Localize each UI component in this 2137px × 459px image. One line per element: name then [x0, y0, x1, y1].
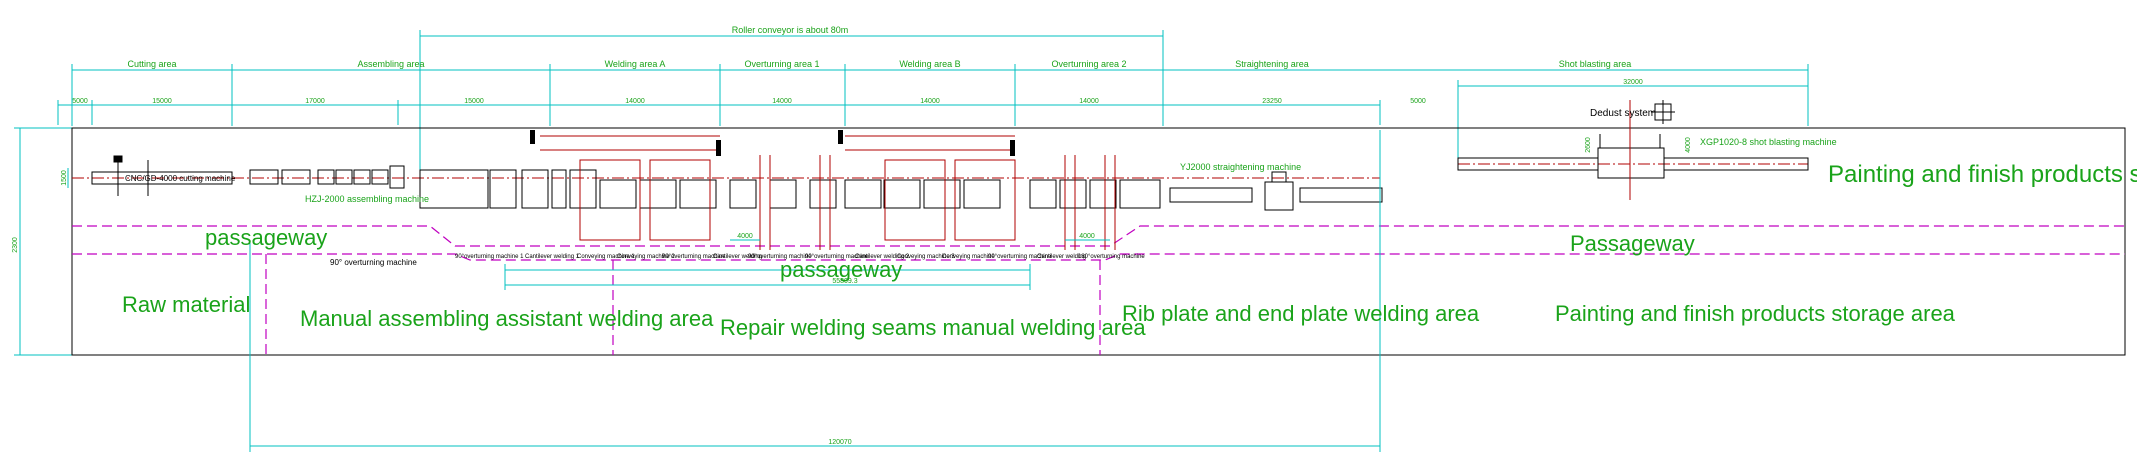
- bottom-machine-label: 90°overturning machine: [662, 254, 726, 260]
- numeric-dimension-line: [57, 80, 1808, 160]
- bottom-machine-label: Cantilever welding 2: [855, 254, 910, 260]
- dedust-system: [1651, 100, 1675, 124]
- bottom-machine-label: 90°overturning machine: [805, 254, 869, 260]
- bottom-machine-label: 180°overturning machine: [1078, 254, 1145, 260]
- dim-14000-a: 14000: [625, 98, 645, 105]
- bottom-machine-label: 90°overturning machine: [748, 254, 812, 260]
- zone-label-shot-blasting: Shot blasting area: [1559, 59, 1632, 69]
- dim-55809: 55809.3: [832, 278, 857, 285]
- dim-15000-a: 15000: [152, 98, 172, 105]
- small-dimension-lines: [249, 130, 1381, 452]
- dim-shot-32000: 32000: [1623, 79, 1643, 86]
- shot-blast-width-dim: 4000: [1685, 137, 1692, 153]
- gantry-posts: [530, 130, 1015, 156]
- zone-label-overturning-1: Overturning area 1: [744, 59, 819, 69]
- painting-right-label: Painting and finish products storage are…: [1828, 161, 2137, 188]
- dim-5000-b: 5000: [1410, 98, 1426, 105]
- zone-dimension-line: [71, 64, 1809, 126]
- cutting-machine-label: CNC/GD-4000 cutting machine: [125, 174, 236, 183]
- conveyor-rail: [72, 163, 1808, 179]
- dedust-system-label: Dedust system: [1590, 108, 1656, 119]
- shot-blasting-machine: [1457, 100, 1809, 200]
- dim-23250: 23250: [1262, 98, 1282, 105]
- left-vertical-dimension: [14, 127, 72, 356]
- bottom-machine-labels: 90°overturning machine 1 Cantilever weld…: [455, 254, 1145, 260]
- dim-17000: 17000: [305, 98, 325, 105]
- cutting-machine: [91, 155, 233, 196]
- straightening-machine-label: YJ2000 straightening machine: [1180, 162, 1301, 172]
- bottom-machine-label: Cantilever welding: [1037, 254, 1086, 260]
- dim-1500-conveyor: 1500: [61, 170, 68, 186]
- passageway-mid-label: passageway: [780, 257, 902, 282]
- roller-conveyor-label: Roller conveyor is about 80m: [732, 25, 849, 35]
- dim-14000-b: 14000: [772, 98, 792, 105]
- bottom-machine-label: 90°overturning machine 1: [455, 254, 524, 260]
- welding-gantry-rails: [540, 135, 1116, 250]
- zone-label-welding-b: Welding area B: [899, 59, 960, 69]
- passageway-right-label: Passageway: [1570, 231, 1695, 256]
- dim-5000-a: 5000: [72, 98, 88, 105]
- shot-blast-height-dim: 2600: [1585, 137, 1592, 153]
- dim-4000-b: 4000: [1079, 233, 1095, 240]
- passageway-lines: [72, 225, 2125, 355]
- passageway-left-label: passageway: [205, 225, 327, 250]
- repair-welding-label: Repair welding seams manual welding area: [720, 315, 1146, 340]
- bottom-machine-label: 90°overturning machine: [988, 254, 1052, 260]
- conveyor-segments: [249, 165, 1383, 209]
- zone-label-assembling: Assembling area: [357, 59, 424, 69]
- zone-label-welding-a: Welding area A: [605, 59, 666, 69]
- rib-plate-label: Rib plate and end plate welding area: [1122, 301, 1480, 326]
- raw-material-label: Raw material: [122, 292, 250, 317]
- straightening-machine: [1264, 171, 1294, 211]
- bottom-machine-label: Conveying machine 2: [617, 254, 675, 260]
- manual-assembling-label: Manual assembling assistant welding area: [300, 306, 714, 331]
- dim-2300-vertical: 2300: [12, 237, 19, 253]
- zone-label-straightening: Straightening area: [1235, 59, 1309, 69]
- workshop-boundary: [71, 127, 2126, 356]
- bottom-machine-label: Conveying machine: [942, 254, 995, 260]
- dim-15000-b: 15000: [464, 98, 484, 105]
- assembling-machine-label: HZJ-2000 assembling machine: [305, 194, 429, 204]
- overturn-90-label: 90° overturning machine: [330, 258, 417, 267]
- dim-14000-c: 14000: [920, 98, 940, 105]
- painting-bottom-label: Painting and finish products storage are…: [1555, 301, 1956, 326]
- zone-label-cutting: Cutting area: [127, 59, 176, 69]
- bottom-machine-label: Conveying machine 1: [577, 254, 635, 260]
- shot-blasting-machine-label: XGP1020-8 shot blasting machine: [1700, 137, 1837, 147]
- bottom-machine-label: Cantilever welding 1: [525, 254, 580, 260]
- dim-4000-a: 4000: [737, 233, 753, 240]
- dim-14000-d: 14000: [1079, 98, 1099, 105]
- bottom-machine-label: Conveying machine 3: [897, 254, 955, 260]
- bottom-machine-label: Cantilever welding: [713, 254, 762, 260]
- zone-label-overturning-2: Overturning area 2: [1051, 59, 1126, 69]
- dim-120070: 120070: [828, 439, 851, 446]
